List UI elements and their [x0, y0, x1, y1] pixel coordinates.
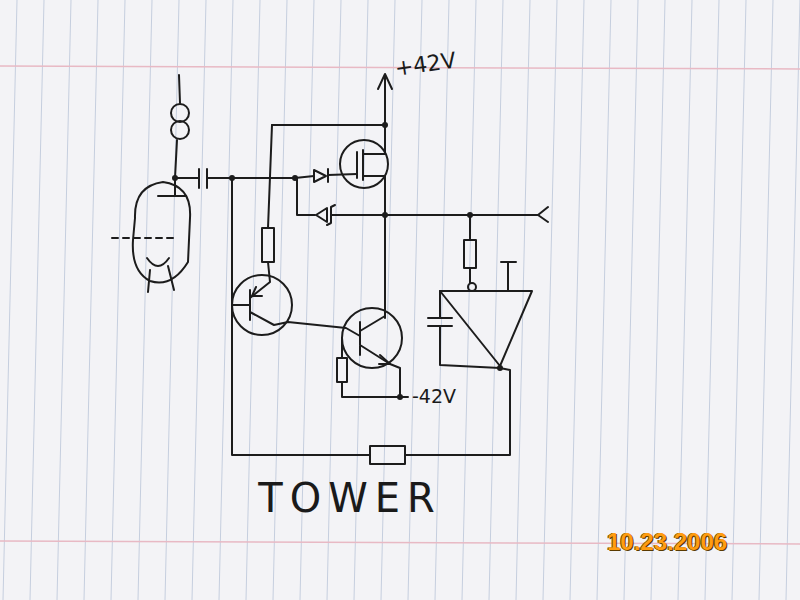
- paper-rule: [192, 0, 206, 600]
- transistor-arrow: [379, 355, 390, 364]
- inverting-input: [468, 283, 476, 291]
- paper-rule: [732, 0, 746, 600]
- paper-rule: [30, 0, 44, 600]
- junction-dot: [229, 175, 235, 181]
- paper-rule: [759, 0, 773, 600]
- paper-rule: [165, 0, 179, 600]
- output-wire: [385, 207, 548, 222]
- supply-label: -42V: [412, 387, 456, 406]
- wire: [268, 125, 272, 228]
- supply-pin: [501, 262, 516, 291]
- paper-rule: [57, 0, 71, 600]
- zener-symbol: [316, 205, 335, 225]
- paper-rule: [678, 0, 692, 600]
- paper-rule: [624, 0, 638, 600]
- tube-cathode: [147, 258, 174, 292]
- op-amp-symbol: [440, 291, 532, 366]
- paper-rule: [219, 0, 233, 600]
- junction-dot: [292, 175, 298, 181]
- paper-rule: [597, 0, 611, 600]
- junction-dot: [172, 175, 178, 181]
- feedback-wire: [232, 178, 510, 455]
- resistor-symbol: [370, 446, 405, 464]
- resistor-symbol: [262, 228, 274, 262]
- junction-dot: [467, 212, 473, 218]
- transistor-leads: [232, 262, 360, 336]
- wire: [469, 215, 471, 283]
- capacitor-symbol: [428, 318, 452, 326]
- paper-rule: [651, 0, 665, 600]
- mosfet-symbol: [340, 140, 388, 188]
- transistor-leads: [342, 316, 408, 397]
- tube-envelope: [133, 182, 190, 282]
- mosfet-gate: [357, 150, 385, 180]
- paper-rule: [543, 0, 557, 600]
- paper-rule: [246, 0, 260, 600]
- tube-grid: [112, 237, 178, 239]
- paper-rule: [570, 0, 584, 600]
- paper-rule: [138, 0, 152, 600]
- tube-plate: [158, 178, 186, 196]
- caption: TOWER: [258, 478, 442, 518]
- choke-coil: [171, 121, 189, 139]
- paper-rule: [84, 0, 98, 600]
- resistor-symbol: [337, 358, 347, 382]
- transistor-arrow: [252, 287, 262, 296]
- paper-rule: [489, 0, 503, 600]
- paper-rule: [786, 0, 800, 600]
- plate-wire: [175, 75, 180, 178]
- junction-dot: [497, 365, 503, 371]
- junction-dot: [382, 212, 388, 218]
- diode-symbol: [314, 169, 328, 182]
- wire: [297, 178, 385, 215]
- paper-rule: [3, 0, 17, 600]
- junction-dot: [382, 122, 388, 128]
- transistor-symbol: [342, 308, 402, 368]
- date-stamp: 10.23.2006: [607, 530, 727, 554]
- choke-coil: [171, 104, 189, 122]
- wire: [440, 291, 500, 368]
- junction-dot: [397, 394, 403, 400]
- supply-wire: [272, 76, 385, 318]
- supply-label: +42V: [393, 50, 457, 80]
- paper-rule: [705, 0, 719, 600]
- paper-rule: [462, 0, 476, 600]
- resistor-symbol: [464, 240, 476, 268]
- paper-rule: [111, 0, 125, 600]
- supply-arrow: [378, 74, 392, 89]
- capacitor-symbol: [199, 169, 207, 188]
